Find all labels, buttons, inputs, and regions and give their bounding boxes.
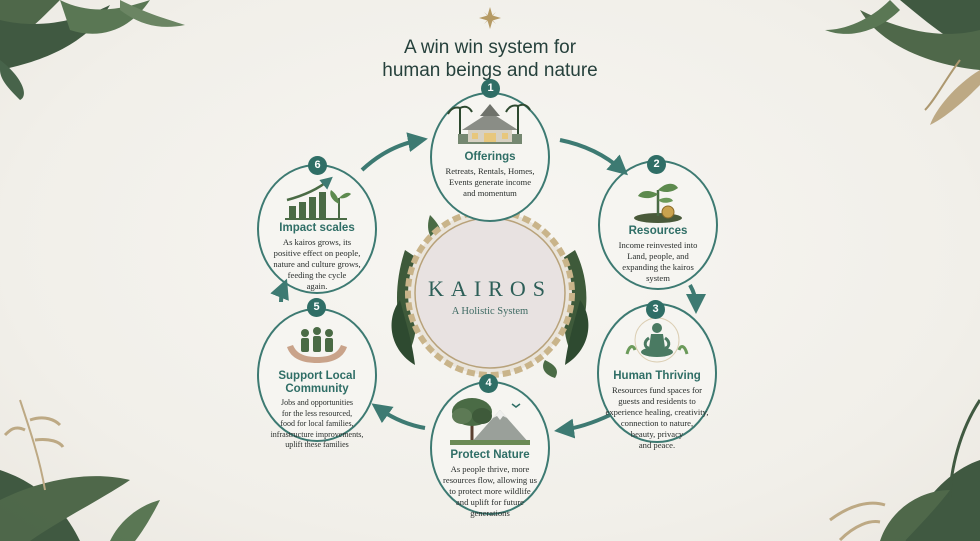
step-4-protect-nature: Protect Nature As people thrive, more re…	[435, 449, 545, 519]
step-1-number: 1	[481, 79, 500, 98]
step-3-desc-line: beauty, privacy	[630, 429, 684, 439]
step-4-number: 4	[479, 374, 498, 393]
step-2-description: Income reinvested into Land, people, and…	[603, 240, 713, 284]
seedling-coin-icon	[634, 183, 682, 223]
step-3-human-thriving: Human Thriving Resources fund spaces for…	[600, 370, 714, 451]
house-icon	[447, 103, 531, 144]
step-3-desc-line: guests and residents to	[618, 396, 696, 406]
page-title: A win win system for human beings and na…	[340, 36, 640, 82]
step-3-number: 3	[646, 300, 665, 319]
step-2-name: Resources	[628, 225, 688, 237]
palm-leaves-bottom-left-icon	[0, 399, 160, 541]
step-3-name: Human Thriving	[613, 370, 701, 382]
arrow-2-to-3	[685, 284, 706, 314]
step-5-desc-line: food for local families,	[280, 419, 354, 428]
arrow-3-to-4	[554, 413, 611, 439]
step-5-support-local-community: Support Local Community Jobs and opportu…	[262, 370, 372, 451]
step-3-desc-line: experience healing, creativity,	[605, 407, 709, 417]
step-2-desc-line: Income reinvested into	[618, 240, 698, 250]
center-subtitle: A Holistic System	[451, 306, 529, 317]
step-5-name: Support Local Community	[262, 370, 372, 396]
step-6-desc-line: feeding the cycle	[287, 270, 347, 280]
step-5-name-line: Community	[285, 383, 349, 395]
step-3-description: Resources fund spaces for guests and res…	[600, 385, 714, 451]
step-2-number: 2	[647, 155, 666, 174]
step-3-desc-line: and peace.	[638, 440, 676, 450]
step-4-desc-line: and uplift for future	[455, 497, 524, 507]
step-5-description: Jobs and opportunities for the less reso…	[262, 398, 372, 451]
arrow-1-to-2	[559, 138, 629, 176]
growth-chart-icon	[285, 176, 351, 220]
step-1-desc-line: Retreats, Rentals, Homes,	[445, 166, 535, 176]
step-6-desc-line: again.	[306, 281, 328, 291]
arrow-4-to-5	[371, 403, 426, 430]
step-6-description: As kairos grows, its positive effect on …	[262, 237, 372, 292]
star-emblem-icon	[479, 7, 501, 29]
step-1-desc-line: and momentum	[463, 188, 517, 198]
step-6-name: Impact scales	[279, 222, 355, 234]
step-1-name: Offerings	[464, 151, 516, 163]
step-5-name-line: Support Local	[278, 370, 356, 382]
title-line-1: A win win system for	[403, 37, 577, 58]
step-1-desc-line: Events generate income	[448, 177, 532, 187]
palm-leaves-bottom-right-icon	[829, 399, 980, 541]
step-5-desc-line: uplift these families	[285, 440, 349, 449]
step-1-description: Retreats, Rentals, Homes, Events generat…	[435, 166, 545, 199]
step-4-desc-line: generations	[470, 508, 510, 518]
arrow-6-to-1	[360, 132, 428, 172]
step-6-impact-scales: Impact scales As kairos grows, its posit…	[262, 222, 372, 292]
step-4-desc-line: to protect more wildlife	[449, 486, 531, 496]
step-5-desc-line: infrastructure improvements,	[270, 429, 364, 439]
center-name: KAIROS	[428, 276, 552, 301]
step-1-offerings: Offerings Retreats, Rentals, Homes, Even…	[435, 151, 545, 199]
step-5-number: 5	[307, 298, 326, 317]
step-3-desc-line: connection to nature,	[620, 418, 694, 428]
cycle-arrows	[270, 132, 706, 439]
step-2-desc-line: Land, people, and	[627, 251, 689, 261]
step-6-desc-line: nature and culture grows,	[273, 259, 361, 269]
step-6-desc-line: positive effect on people,	[273, 248, 361, 258]
step-3-desc-line: Resources fund spaces for	[612, 385, 702, 395]
step-2-resources: Resources Income reinvested into Land, p…	[603, 225, 713, 284]
step-4-desc-line: As people thrive, more	[450, 464, 530, 474]
palm-leaves-top-right-icon	[825, 0, 980, 125]
step-2-desc-line: expanding the kairos	[622, 262, 694, 272]
step-6-number: 6	[308, 156, 327, 175]
step-4-description: As people thrive, more resources flow, a…	[435, 464, 545, 519]
step-4-name: Protect Nature	[450, 449, 530, 461]
arrow-5-to-6	[270, 278, 289, 303]
step-4-desc-line: resources flow, allowing us	[443, 475, 537, 485]
step-6-desc-line: As kairos grows, its	[282, 237, 352, 247]
tree-mountain-icon	[450, 398, 530, 445]
palm-leaves-top-left-icon	[0, 0, 185, 100]
community-hands-icon	[287, 327, 347, 363]
title-line-2: human beings and nature	[382, 60, 598, 81]
step-5-desc-line: Jobs and opportunities	[281, 398, 353, 407]
step-5-desc-line: for the less resourced,	[281, 408, 353, 418]
step-2-desc-line: system	[646, 273, 670, 283]
